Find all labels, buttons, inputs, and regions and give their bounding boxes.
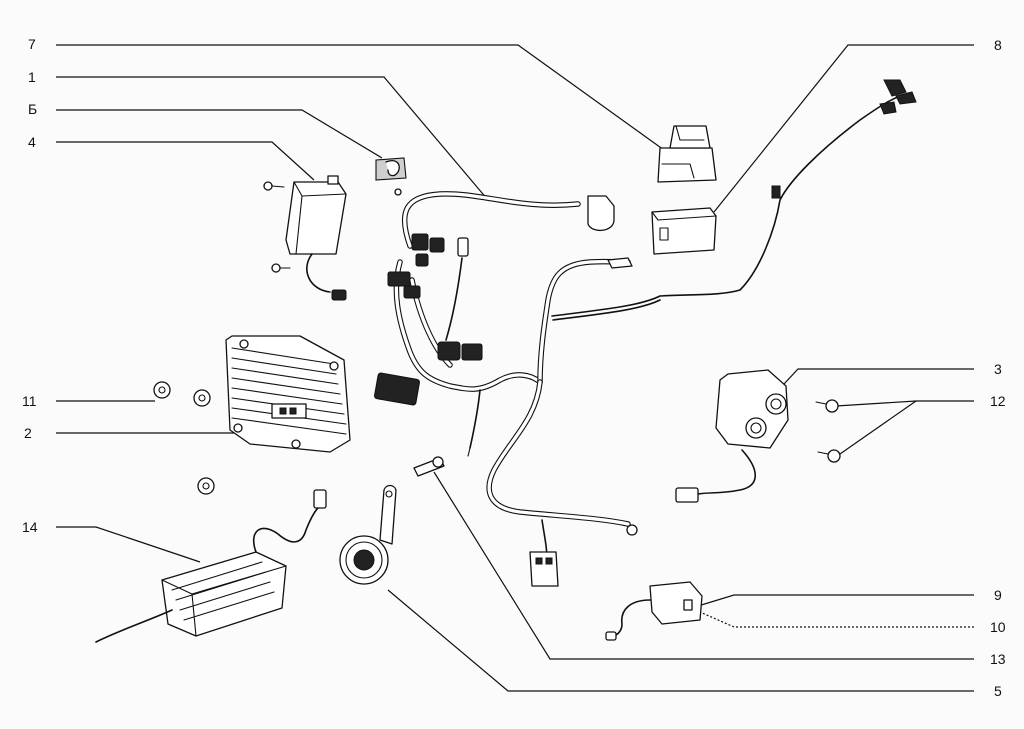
leader-lines: [56, 44, 974, 692]
leader-5: [387, 589, 974, 692]
harness-main-plug: [374, 372, 420, 406]
leader-14: [56, 526, 201, 563]
relay-box-part-8: [651, 207, 717, 255]
relay-part-7: [657, 125, 717, 183]
leader-13: [433, 471, 974, 660]
screw-part-4b: [271, 263, 281, 273]
screw-part-4a: [263, 181, 273, 191]
callout-label-13: 13: [990, 651, 1006, 667]
callout-label-11: 11: [22, 393, 37, 409]
bolt-part-13: [413, 456, 445, 477]
ecu-part-2: [225, 335, 351, 453]
leader-8: [713, 44, 974, 213]
callout-label-4: 4: [28, 134, 36, 150]
charger-part-14: [95, 489, 327, 643]
leader-4: [56, 141, 315, 181]
leader-1: [56, 76, 489, 201]
harness-connector-a: [411, 233, 429, 251]
harness-socket: [587, 195, 615, 231]
callout-label-1: 1: [28, 69, 36, 85]
screws-part-12: [815, 399, 841, 463]
callout-label-6: Б: [28, 101, 37, 117]
callout-label-14: 14: [22, 519, 38, 535]
callout-label-12: 12: [990, 393, 1006, 409]
leader-3: [783, 368, 974, 385]
leader-12a: [835, 400, 974, 407]
wiring-harness: [374, 79, 917, 587]
horn-part-5: [339, 484, 397, 585]
callout-label-7: 7: [28, 36, 36, 52]
leader-10: [699, 611, 974, 628]
leader-6: [56, 109, 383, 159]
callout-label-2: 2: [24, 425, 32, 441]
ignition-part-3: [675, 369, 789, 503]
module-part-4: [263, 175, 347, 301]
callout-label-5: 5: [994, 683, 1002, 699]
callout-label-10: 10: [990, 619, 1006, 635]
harness-plug-lower: [529, 551, 559, 587]
leader-12b: [839, 400, 917, 455]
sensor-part-9-10: [605, 581, 703, 641]
screws-part-11: [153, 381, 215, 495]
callout-label-8: 8: [994, 37, 1002, 53]
callout-label-9: 9: [994, 587, 1002, 603]
callout-label-3: 3: [994, 361, 1002, 377]
leader-9: [697, 594, 974, 607]
leader-7: [56, 44, 665, 151]
clip-part-6: [375, 157, 407, 196]
callout-labels: 7 1 Б 4 11 2 14 8 3 12 9 10 13 5: [22, 36, 1006, 699]
